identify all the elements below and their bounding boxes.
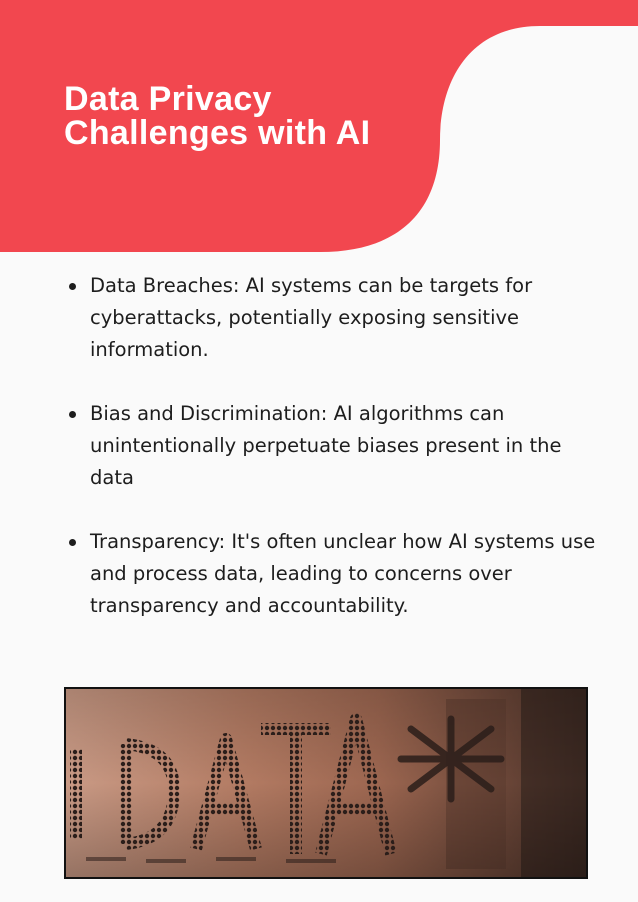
small-dots-row <box>86 857 336 863</box>
bullet-dot <box>69 411 76 418</box>
sign-letters <box>70 713 397 856</box>
bullet-item-bias: Bias and Discrimination: AI algorithms c… <box>0 398 638 494</box>
bullet-text: Transparency: It's often unclear how AI … <box>90 530 596 617</box>
bullet-dot <box>69 539 76 546</box>
bullet-text: Data Breaches: AI systems can be targets… <box>90 274 533 361</box>
bullet-list: Data Breaches: AI systems can be targets… <box>0 270 638 654</box>
bullet-item-data-breaches: Data Breaches: AI systems can be targets… <box>0 270 638 366</box>
bullet-item-transparency: Transparency: It's often unclear how AI … <box>0 526 638 622</box>
data-sign-illustration <box>66 689 586 877</box>
bullet-dot <box>69 283 76 290</box>
page-title: Data Privacy Challenges with AI <box>64 80 371 152</box>
header-shape <box>0 0 638 252</box>
bullet-text: Bias and Discrimination: AI algorithms c… <box>90 402 562 489</box>
data-sign-photo <box>64 687 588 879</box>
asterisk-icon <box>397 715 505 803</box>
